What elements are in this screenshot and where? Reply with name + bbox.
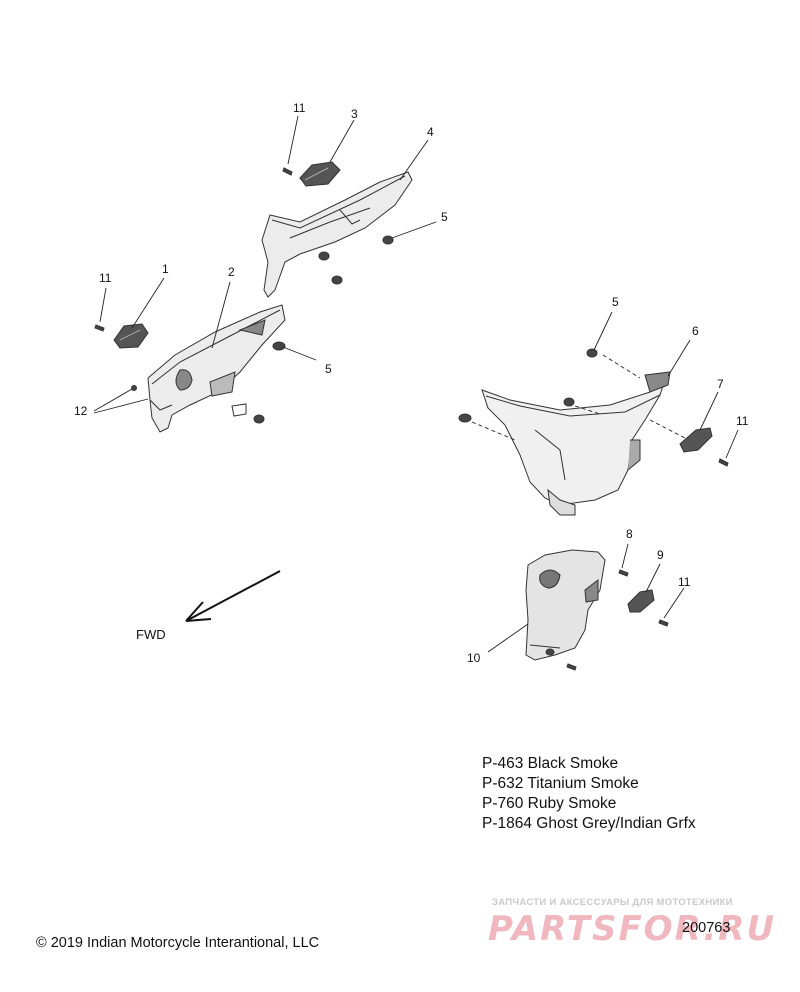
diagram-id: 200763 bbox=[682, 920, 731, 936]
fwd-label: FWD bbox=[136, 627, 166, 642]
part-10-lower-panel bbox=[525, 549, 606, 661]
callout-6: 6 bbox=[692, 324, 699, 338]
callout-12: 12 bbox=[74, 404, 88, 418]
callout-9: 9 bbox=[657, 548, 664, 562]
callout-3: 3 bbox=[351, 107, 358, 121]
color-options-list: P-463 Black Smoke P-632 Titanium Smoke P… bbox=[482, 754, 696, 834]
callout-11: 11 bbox=[293, 101, 306, 115]
part-1-trim bbox=[113, 323, 149, 349]
part-6-right-cover bbox=[481, 371, 671, 516]
fasteners bbox=[94, 167, 729, 671]
copyright-notice: © 2019 Indian Motorcycle Interantional, … bbox=[36, 935, 320, 951]
callout-5: 5 bbox=[325, 362, 332, 376]
callout-1: 1 bbox=[162, 262, 169, 276]
color-option: P-463 Black Smoke bbox=[482, 755, 619, 772]
callout-7: 7 bbox=[717, 377, 724, 391]
watermark-tagline: ЗАПЧАСТИ И АКСЕССУАРЫ ДЛЯ МОТОТЕХНИКИ bbox=[492, 897, 733, 908]
callout-2: 2 bbox=[228, 265, 235, 279]
callout-11: 11 bbox=[736, 414, 749, 428]
part-3-trim bbox=[299, 161, 341, 187]
color-option: P-1864 Ghost Grey/Indian Grfx bbox=[482, 815, 696, 832]
part-7-trim bbox=[679, 427, 713, 453]
part-4-upper-cover bbox=[261, 171, 413, 298]
color-option: P-632 Titanium Smoke bbox=[482, 775, 639, 792]
part-2-left-cover bbox=[147, 304, 286, 433]
watermark-logo: PARTSFOR.RU bbox=[488, 909, 777, 949]
callout-8: 8 bbox=[626, 527, 633, 541]
callout-4: 4 bbox=[427, 125, 434, 139]
callout-5: 5 bbox=[612, 295, 619, 309]
part-9-trim bbox=[627, 589, 655, 613]
color-option: P-760 Ruby Smoke bbox=[482, 795, 617, 812]
fwd-arrow bbox=[185, 570, 281, 622]
callout-11: 11 bbox=[678, 575, 691, 589]
leader-lines bbox=[93, 115, 739, 653]
callout-11: 11 bbox=[99, 271, 112, 285]
callout-10: 10 bbox=[467, 651, 481, 665]
callout-5: 5 bbox=[441, 210, 448, 224]
